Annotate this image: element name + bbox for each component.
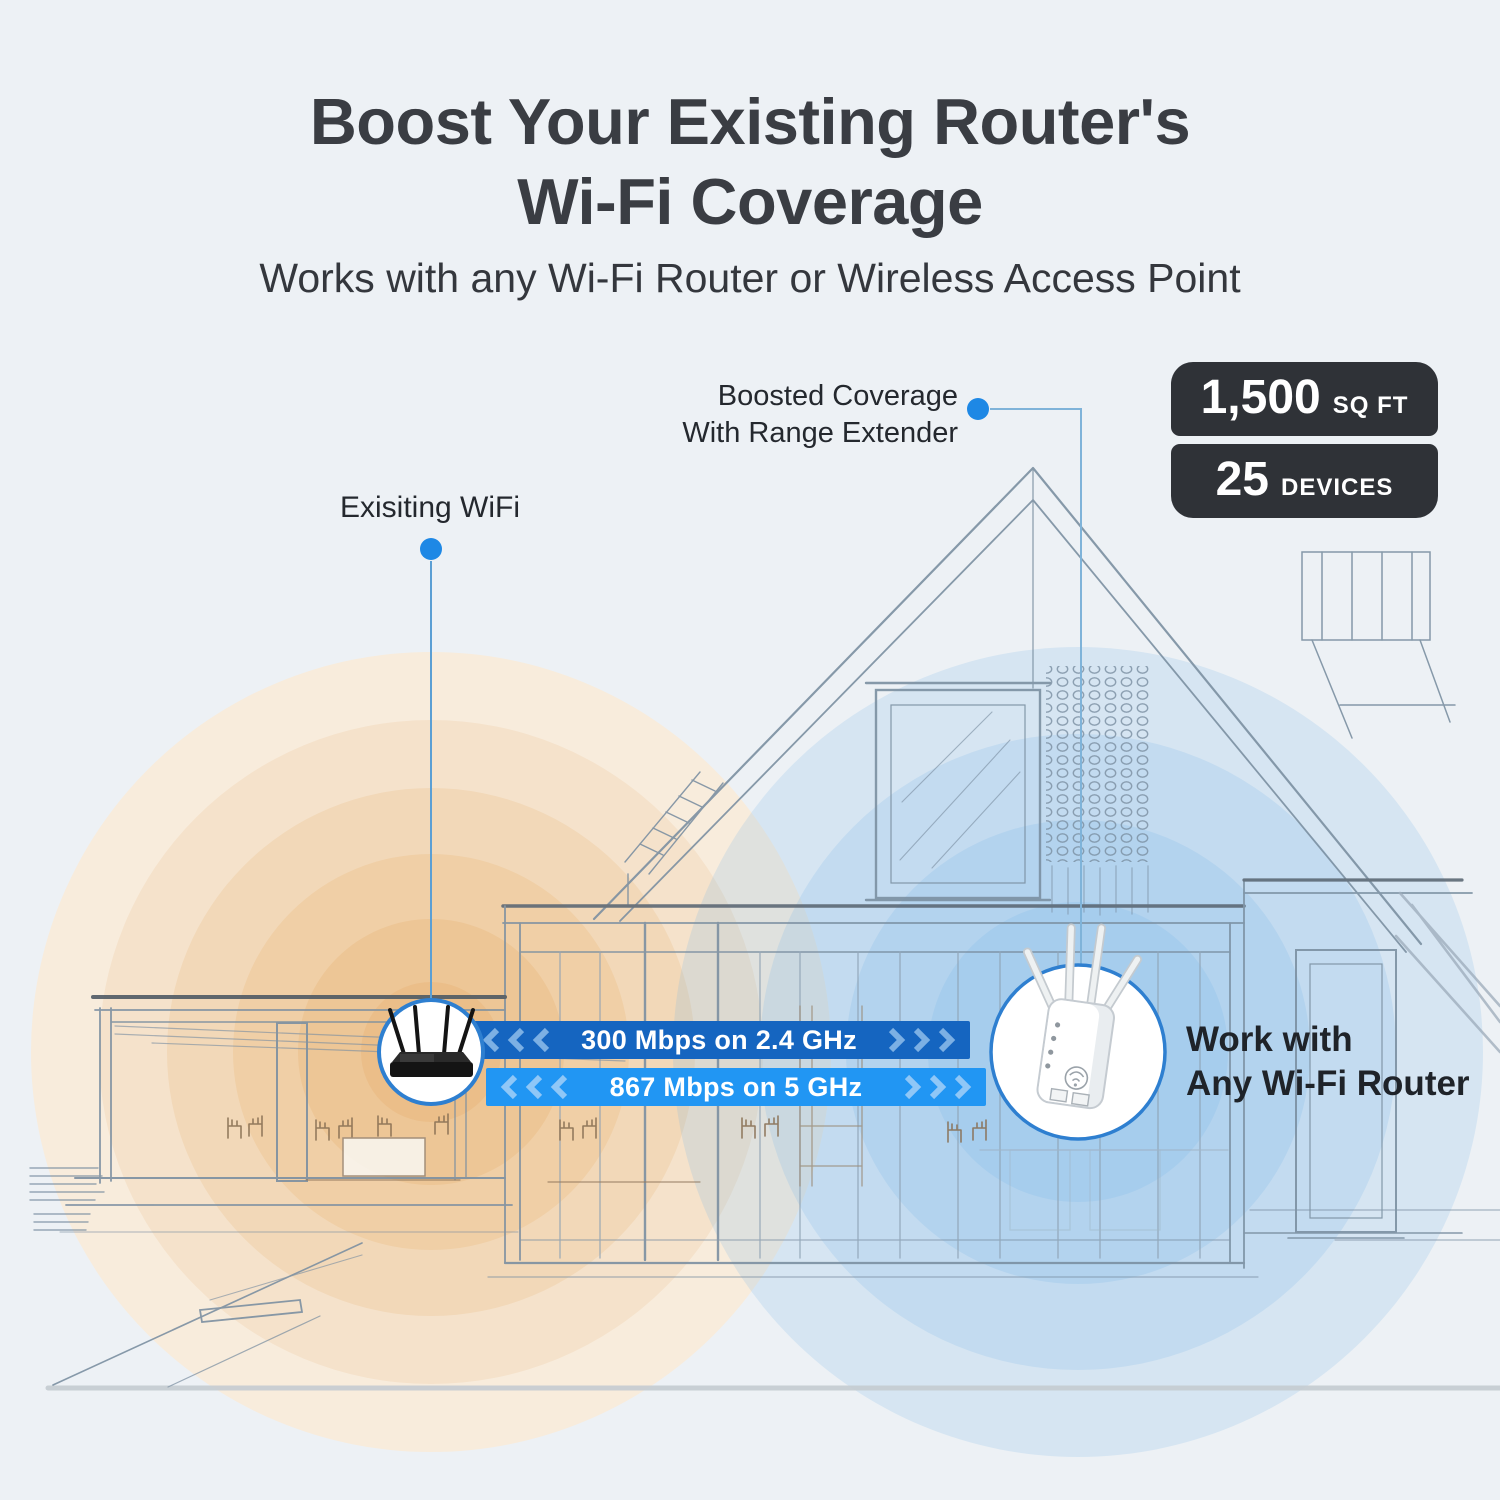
existing-wifi-label: Exisiting WiFi — [339, 491, 520, 524]
ground-and-walkway — [45, 1242, 1500, 1391]
work-with-label-line2: Any Wi-Fi Router — [1186, 1064, 1470, 1103]
porch-furniture — [227, 1113, 987, 1183]
ladder-frame — [624, 771, 724, 907]
router-icon — [388, 1005, 475, 1077]
work-with-label-line1: Work with — [1186, 1020, 1353, 1059]
speed-band-5ghz-label: 867 Mbps on 5 GHz — [609, 1071, 863, 1102]
chevrons-left-icon — [482, 1026, 552, 1054]
gable-window — [864, 681, 1052, 902]
boosted-leader-line — [967, 398, 1082, 964]
coverage-area-value: 1,500 — [1200, 371, 1321, 424]
chevrons-right-icon — [886, 1026, 956, 1054]
speed-band-5ghz: 867 Mbps on 5 GHz — [486, 1068, 986, 1106]
fence-hatch — [29, 1167, 105, 1231]
page-title: Boost Your Existing Router's Wi-Fi Cover… — [0, 82, 1500, 242]
gable-roof — [592, 466, 1423, 953]
chevrons-right-icon — [902, 1073, 972, 1101]
work-with-any-router-label: Work with Any Wi-Fi Router — [1186, 1018, 1470, 1106]
device-count-unit: DEVICES — [1281, 474, 1394, 501]
roof-dormer — [1301, 551, 1456, 739]
range-extender-icon — [1022, 923, 1142, 1110]
speed-band-24ghz-label: 300 Mbps on 2.4 GHz — [581, 1024, 857, 1055]
speed-band-24ghz: 300 Mbps on 2.4 GHz — [468, 1021, 970, 1059]
page-title-line2: Wi-Fi Coverage — [517, 165, 983, 238]
boosted-coverage-label: Boosted Coverage With Range Extender — [682, 378, 958, 452]
boosted-coverage-label-line2: With Range Extender — [682, 417, 958, 449]
chevrons-left-icon — [500, 1073, 570, 1101]
page-subtitle: Works with any Wi-Fi Router or Wireless … — [259, 255, 1241, 301]
right-wing — [1242, 878, 1500, 1241]
device-count-badge: 25 DEVICES — [1171, 444, 1438, 518]
coverage-area-unit: SQ FT — [1332, 392, 1409, 419]
trellis-decoration — [1046, 666, 1152, 916]
boosted-coverage-label-line1: Boosted Coverage — [717, 380, 958, 412]
boosted-dot-icon — [967, 398, 989, 420]
existing-wifi-leader-line — [420, 538, 442, 1000]
page-title-line1: Boost Your Existing Router's — [309, 85, 1191, 158]
device-count-value: 25 — [1215, 453, 1269, 506]
existing-wifi-dot-icon — [420, 538, 442, 560]
coverage-area-badge: 1,500 SQ FT — [1171, 362, 1438, 436]
